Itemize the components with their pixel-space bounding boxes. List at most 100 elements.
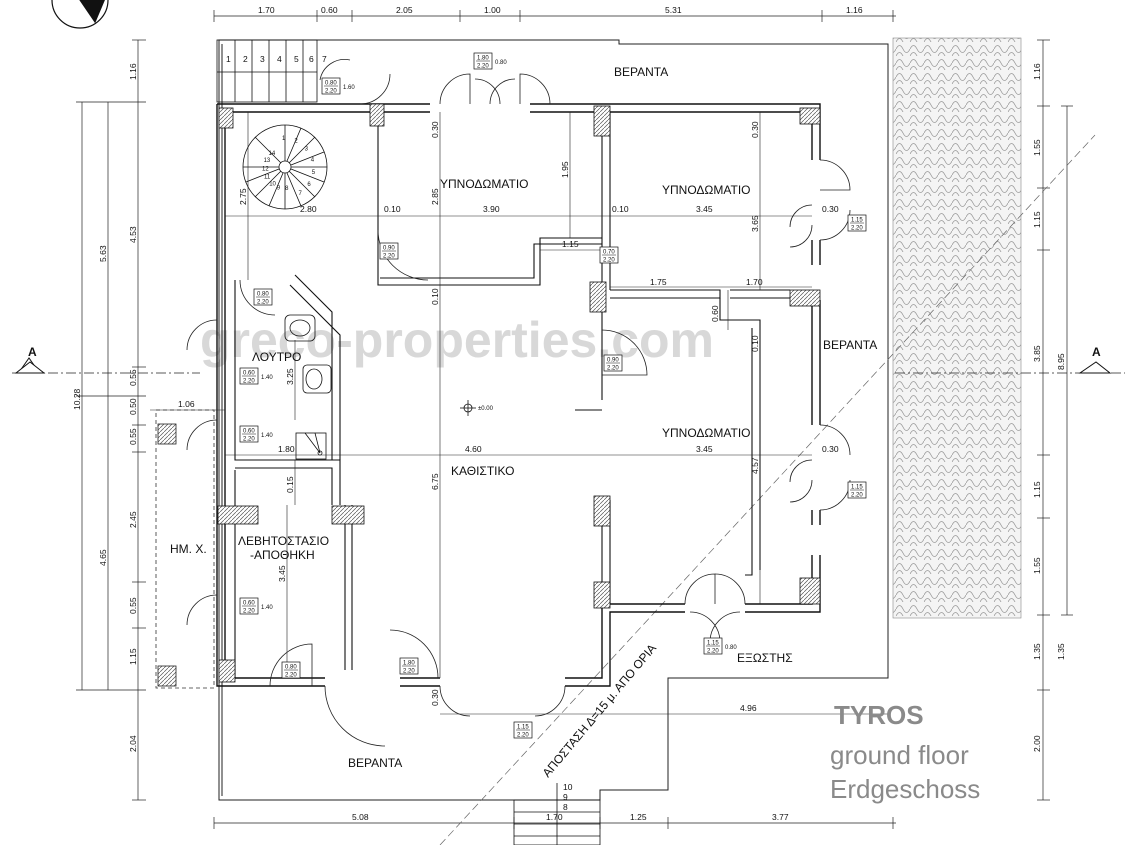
- dim-interior: 2.85: [430, 188, 440, 205]
- spiral-step-number: 10: [269, 181, 276, 187]
- rear-stair-numbers: 8 9 10: [563, 782, 573, 812]
- level-mark: ±0.00: [460, 400, 494, 416]
- door-width: 0.70: [603, 250, 615, 256]
- sill-height: 1.60: [343, 85, 355, 91]
- dim-interior: 0.60: [710, 305, 720, 322]
- door-swings: [186, 59, 851, 747]
- spiral-step-number: 1: [282, 136, 286, 142]
- door-height: 2.20: [243, 379, 255, 385]
- dim-interior: 0.30: [430, 689, 440, 706]
- dim-right: 1.16: [1032, 63, 1042, 80]
- dim-interior: 3.45: [696, 204, 713, 214]
- door-height: 2.20: [707, 649, 719, 655]
- dim-interior: 2.75: [238, 188, 248, 205]
- dim-left: 0.55: [128, 428, 138, 445]
- dim-interior: 0.10: [612, 204, 629, 214]
- door-width: 1.15: [851, 485, 863, 491]
- spiral-step-number: 13: [264, 158, 271, 164]
- dim-left: 5.63: [98, 245, 108, 262]
- left-dimension-lines: [76, 39, 146, 801]
- wall-columns: [217, 103, 821, 683]
- step-number: 4: [277, 54, 282, 64]
- sill-height: 0.80: [725, 645, 737, 651]
- dim-left: 0.55: [128, 597, 138, 614]
- sill-height: 1.40: [261, 605, 273, 611]
- door-height: 2.20: [325, 89, 337, 95]
- room-label-veranda: ΒΕΡΑΝΤΑ: [823, 338, 877, 352]
- dim-right: 1.35: [1032, 643, 1042, 660]
- room-label-veranda: ΒΕΡΑΝΤΑ: [614, 65, 668, 79]
- level-value: ±0.00: [478, 406, 494, 412]
- room-labels: ΥΠΝΟΔΩΜΑΤΙΟ ΥΠΝΟΔΩΜΑΤΙΟ ΥΠΝΟΔΩΜΑΤΙΟ ΚΑΘΙ…: [170, 65, 877, 770]
- watermark: greco-properties.com: [200, 312, 714, 368]
- dim-bottom: 1.70: [546, 812, 563, 822]
- door-height: 2.20: [403, 669, 415, 675]
- step-number: 2: [243, 54, 248, 64]
- door-width: 1.80: [477, 56, 489, 62]
- title-block: TYROS ground floor Erdgeschoss: [830, 700, 980, 804]
- bottom-dimension-labels: 5.08 1.70 1.25 3.77: [352, 812, 789, 822]
- door-tag: 1.802.200.80: [473, 52, 507, 70]
- door-width: 0.80: [257, 292, 269, 298]
- door-height: 2.20: [285, 673, 297, 679]
- door-tag: 0.802.201.60: [321, 77, 355, 95]
- door-tags: 0.802.201.601.802.200.800.902.200.702.20…: [239, 52, 867, 739]
- spiral-step-number: 9: [277, 185, 281, 191]
- spiral-step-number: 12: [262, 166, 269, 172]
- dim-top: 0.60: [321, 5, 338, 15]
- spiral-step-number: 7: [299, 191, 303, 197]
- dim-interior: 3.65: [750, 215, 760, 232]
- spiral-step-number: 3: [305, 146, 309, 152]
- door-tag: 1.152.20: [847, 214, 867, 232]
- door-tag: 0.602.201.40: [239, 597, 273, 615]
- room-label-semi-outdoor: ΗΜ. Χ.: [170, 542, 207, 556]
- dim-bottom: 3.77: [772, 812, 789, 822]
- dim-interior: 1.80: [278, 444, 295, 454]
- door-tag: 0.702.20: [599, 246, 619, 264]
- dim-left: 1.16: [128, 63, 138, 80]
- door-width: 1.15: [517, 725, 529, 731]
- dim-interior: 4.60: [465, 444, 482, 454]
- dim-right: 1.35: [1056, 643, 1066, 660]
- door-tag: 0.902.20: [379, 242, 399, 260]
- column: [157, 665, 177, 687]
- door-height: 2.20: [851, 493, 863, 499]
- spiral-step-number: 2: [294, 139, 298, 145]
- spiral-step-number: 14: [269, 151, 276, 157]
- dim-interior: 0.10: [430, 288, 440, 305]
- spiral-step-number: 6: [307, 182, 311, 188]
- boundary-distance-note: ΑΠΟΣΤΑΣΗ Δ=15 μ. ΑΠΟ ΟΡΙΑ: [540, 641, 660, 780]
- dim-top: 1.16: [846, 5, 863, 15]
- dim-interior: 6.75: [430, 473, 440, 490]
- dim-interior: 4.96: [740, 703, 757, 713]
- dim-interior: 0.30: [822, 204, 839, 214]
- door-height: 2.20: [851, 226, 863, 232]
- top-dimension-labels: 1.70 0.60 2.05 1.00 5.31 1.16: [258, 5, 863, 15]
- room-label-boiler-room: ΛΕΒΗΤΟΣΤΑΣΙΟ: [238, 534, 329, 548]
- room-label-bedroom: ΥΠΝΟΔΩΜΑΤΙΟ: [440, 177, 529, 191]
- column: [157, 423, 177, 445]
- step-number: 5: [294, 54, 299, 64]
- room-label-balcony: ΕΞΩΣΤΗΣ: [737, 651, 793, 665]
- door-tag: 0.80 2.20: [281, 661, 301, 679]
- section-marker-right: A: [895, 345, 1125, 374]
- dim-right: 1.15: [1032, 481, 1042, 498]
- dim-left: 2.04: [128, 735, 138, 752]
- door-height: 2.20: [243, 437, 255, 443]
- room-label-bathroom: ΛΟΥΤΡΟ: [252, 350, 301, 364]
- step-number: 7: [322, 54, 327, 64]
- step-number: 6: [309, 54, 314, 64]
- dim-interior: 3.25: [285, 368, 295, 385]
- door-height: 2.20: [383, 254, 395, 260]
- dim-right: 8.95: [1056, 353, 1066, 370]
- door-width: 0.90: [607, 358, 619, 364]
- dim-top: 2.05: [396, 5, 413, 15]
- door-tag: 1.152.200.80: [703, 637, 737, 655]
- dim-top: 5.31: [665, 5, 682, 15]
- door-width: 0.60: [243, 371, 255, 377]
- interior-dimension-lines: [150, 112, 888, 715]
- dim-right: 1.15: [1032, 211, 1042, 228]
- door-width: 0.80: [285, 665, 297, 671]
- dim-bottom: 1.25: [630, 812, 647, 822]
